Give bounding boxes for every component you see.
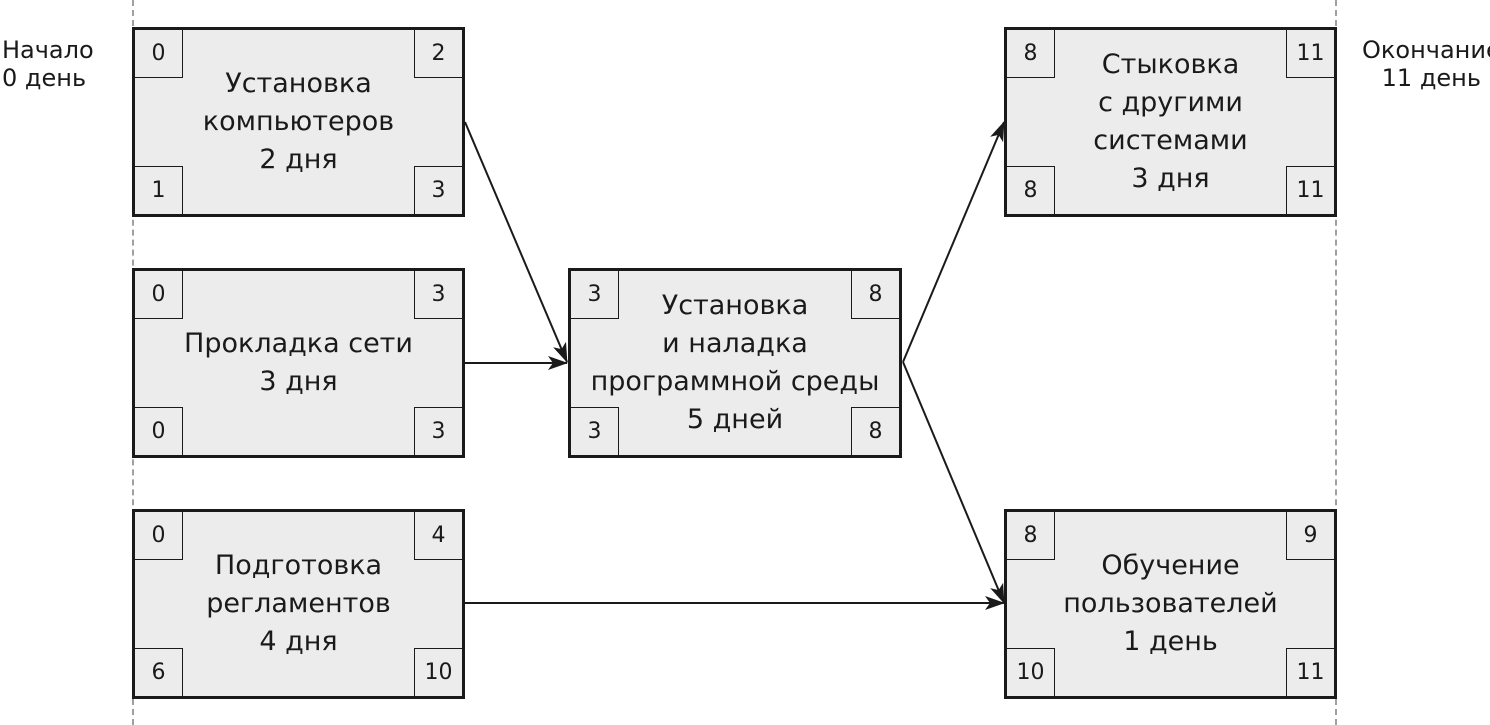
task-title-line: Установка	[661, 290, 809, 321]
start-label-line: Начало	[2, 36, 94, 64]
early-finish-cell: 9	[1286, 512, 1334, 560]
early-finish-cell: 11	[1286, 30, 1334, 78]
late-start-cell: 1	[135, 166, 183, 214]
early-start-cell: 3	[571, 271, 619, 319]
task-duration: 1 день	[1123, 626, 1218, 657]
task-title-line: Прокладка сети	[184, 328, 413, 359]
late-start-cell: 8	[1007, 166, 1055, 214]
task-title-line: программной среды	[590, 366, 880, 397]
late-start-cell: 6	[135, 648, 183, 696]
task-software-setup: 3 8 3 8 Установка и наладка программной …	[568, 268, 902, 458]
late-start-cell: 3	[571, 407, 619, 455]
late-finish-cell: 8	[851, 407, 899, 455]
task-duration: 2 дня	[259, 144, 338, 175]
arrow-software-setup-to-training	[902, 361, 1005, 604]
task-title: Стыковка с другими системами 3 дня	[1057, 30, 1284, 214]
task-training: 8 9 10 11 Обучение пользователей 1 день	[1004, 509, 1337, 699]
early-finish-cell: 3	[414, 271, 462, 319]
task-title-line: Установка	[225, 68, 372, 99]
end-label-line: 11 день	[1381, 64, 1482, 92]
task-title-line: системами	[1093, 125, 1248, 156]
task-regulations: 0 4 6 10 Подготовка регламентов 4 дня	[132, 509, 465, 699]
late-finish-cell: 3	[414, 166, 462, 214]
late-start-cell: 10	[1007, 648, 1055, 696]
early-start-cell: 0	[135, 271, 183, 319]
late-finish-cell: 3	[414, 407, 462, 455]
task-duration: 3 дня	[1131, 163, 1210, 194]
task-network: 0 3 0 3 Прокладка сети 3 дня	[132, 268, 465, 458]
early-finish-cell: 4	[414, 512, 462, 560]
task-title-line: Обучение	[1101, 550, 1240, 581]
task-title-line: Стыковка	[1101, 49, 1240, 80]
late-finish-cell: 11	[1286, 166, 1334, 214]
task-title-line: регламентов	[206, 588, 391, 619]
early-finish-cell: 2	[414, 30, 462, 78]
end-label-line: Окончание	[1362, 36, 1490, 64]
early-start-cell: 0	[135, 30, 183, 78]
arrow-software-setup-to-integration	[902, 121, 1005, 363]
task-install-computers: 0 2 1 3 Установка компьютеров 2 дня	[132, 27, 465, 217]
task-title: Подготовка регламентов 4 дня	[185, 512, 412, 696]
task-title-line: компьютеров	[202, 106, 395, 137]
task-title-line: и наладка	[662, 328, 808, 359]
task-title: Установка компьютеров 2 дня	[185, 30, 412, 214]
task-duration: 5 дней	[686, 404, 784, 435]
end-guide-line	[1335, 0, 1337, 725]
early-finish-cell: 8	[851, 271, 899, 319]
late-start-cell: 0	[135, 407, 183, 455]
end-label: Окончание 11 день	[1362, 36, 1490, 92]
start-label-line: 0 день	[2, 64, 87, 92]
task-duration: 4 дня	[259, 626, 338, 657]
task-title-line: Подготовка	[214, 550, 383, 581]
late-finish-cell: 11	[1286, 648, 1334, 696]
task-title-line: пользователей	[1063, 588, 1278, 619]
task-title-line: с другими	[1098, 87, 1243, 118]
task-title: Установка и наладка программной среды 5 …	[591, 271, 880, 455]
arrow-install-computers-to-software-setup	[464, 121, 568, 363]
task-title: Прокладка сети 3 дня	[184, 271, 413, 455]
early-start-cell: 8	[1007, 30, 1055, 78]
task-duration: 3 дня	[259, 366, 338, 397]
early-start-cell: 0	[135, 512, 183, 560]
late-finish-cell: 10	[414, 648, 462, 696]
early-start-cell: 8	[1007, 512, 1055, 560]
task-integration: 8 11 8 11 Стыковка с другими системами 3…	[1004, 27, 1337, 217]
task-title: Обучение пользователей 1 день	[1057, 512, 1284, 696]
start-label: Начало 0 день	[2, 36, 94, 92]
